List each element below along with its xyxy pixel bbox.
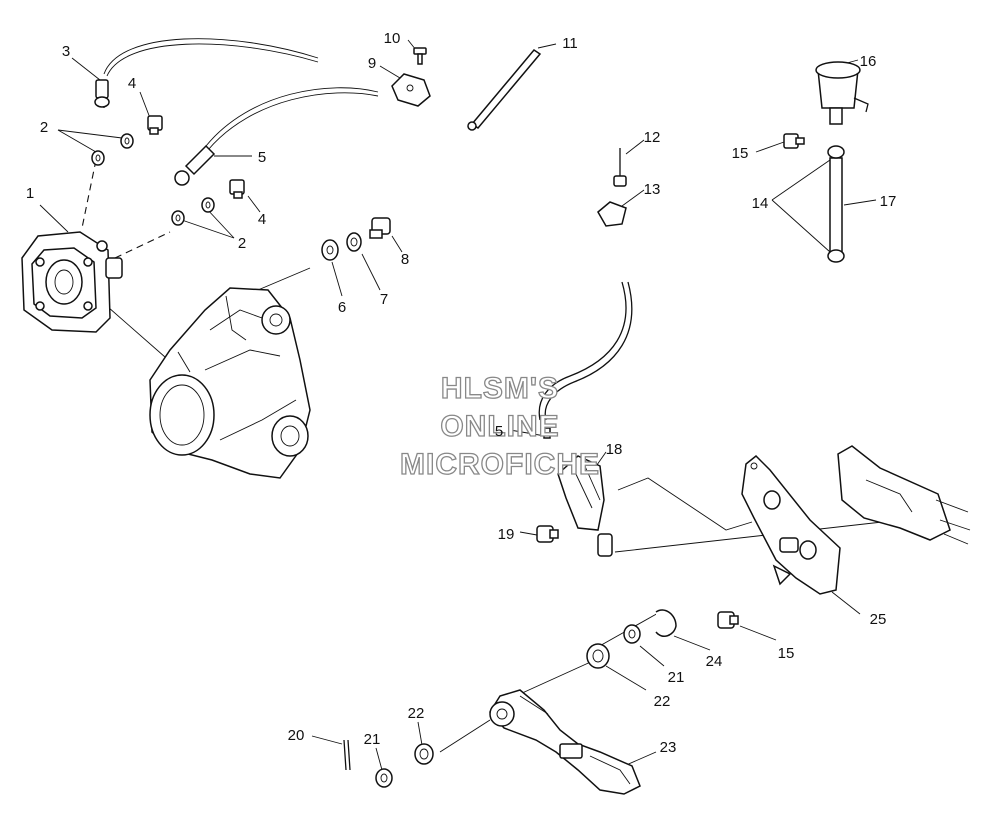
hose-fitting-3 — [94, 79, 110, 108]
callout-21-lower: 21 — [364, 731, 381, 748]
hose-fitting-5 — [174, 144, 216, 186]
callout-3: 3 — [62, 43, 70, 60]
callout-23: 23 — [660, 739, 677, 756]
brake-caliper-1 — [21, 231, 123, 333]
callout-12: 12 — [644, 129, 661, 146]
hose-end-5 — [543, 427, 551, 439]
clevis-13 — [597, 201, 627, 227]
callout-18: 18 — [606, 441, 623, 458]
callout-4-lower: 4 — [258, 211, 266, 228]
brake-hose-middle — [205, 87, 379, 151]
drive-housing — [149, 287, 311, 479]
brake-hose-lower — [538, 281, 633, 421]
clamp-9 — [391, 73, 431, 107]
callout-19: 19 — [498, 526, 515, 543]
callout-5-upper: 5 — [258, 149, 266, 166]
watermark-line-3: MICROFICHE — [400, 448, 600, 481]
bolt-15-upper — [783, 133, 805, 149]
callout-21-upper: 21 — [668, 669, 685, 686]
callout-1: 1 — [26, 185, 34, 202]
callout-labels: 3 4 2 5 4 2 1 6 7 8 9 10 11 12 13 16 15 … — [26, 30, 897, 756]
bracket-plate-25 — [741, 454, 841, 595]
reservoir-16 — [815, 61, 869, 125]
washers-2 — [91, 133, 215, 226]
clip-24 — [655, 609, 677, 637]
watermark-line-1: HLSM'S — [441, 372, 559, 405]
bolt-8 — [369, 217, 391, 239]
callout-20: 20 — [288, 727, 305, 744]
callout-2-lower: 2 — [238, 235, 246, 252]
pin-12 — [613, 148, 627, 187]
cotter-pin-20 — [343, 739, 351, 771]
callout-4-upper: 4 — [128, 75, 136, 92]
hose-17 — [827, 145, 845, 263]
frame-section — [837, 445, 971, 545]
banjo-bolt-4-lower — [229, 179, 245, 199]
brake-pedal-23 — [489, 689, 641, 795]
callout-5-lower: 5 — [495, 423, 503, 440]
callout-16: 16 — [860, 53, 877, 70]
callout-22-lower: 22 — [408, 705, 425, 722]
callout-10: 10 — [384, 30, 401, 47]
callout-24: 24 — [706, 653, 723, 670]
bolt-15-lower — [717, 611, 739, 629]
callout-6: 6 — [338, 299, 346, 316]
watermark: HLSM'S ONLINE MICROFICHE — [399, 371, 600, 481]
callout-15-lower: 15 — [778, 645, 795, 662]
leader-lines — [39, 39, 877, 771]
assembly-line-2 — [114, 231, 171, 259]
bolt-19 — [536, 525, 559, 543]
brake-switch-18 — [557, 455, 613, 557]
callout-22-upper: 22 — [654, 693, 671, 710]
watermark-line-2: ONLINE — [440, 410, 559, 443]
callout-25: 25 — [870, 611, 887, 628]
callout-15-upper: 15 — [732, 145, 749, 162]
washer-6 — [321, 239, 339, 261]
callout-14: 14 — [752, 195, 769, 212]
bushing-22-lower — [414, 743, 434, 765]
screw-10 — [413, 47, 427, 65]
callout-17: 17 — [880, 193, 897, 210]
washer-7 — [346, 232, 362, 252]
brake-hose-upper — [103, 38, 319, 77]
callout-8: 8 — [401, 251, 409, 268]
callout-13: 13 — [644, 181, 661, 198]
callout-11: 11 — [562, 35, 578, 52]
callout-7: 7 — [380, 291, 388, 308]
connecting-lines — [99, 267, 901, 753]
washer-21-lower — [375, 768, 393, 788]
rod-11 — [467, 49, 542, 131]
callout-9: 9 — [368, 55, 376, 72]
bushing-22-upper — [586, 643, 610, 669]
callout-2-upper: 2 — [40, 119, 48, 136]
washer-21-upper — [623, 624, 641, 644]
banjo-bolt-4-upper — [147, 115, 163, 135]
